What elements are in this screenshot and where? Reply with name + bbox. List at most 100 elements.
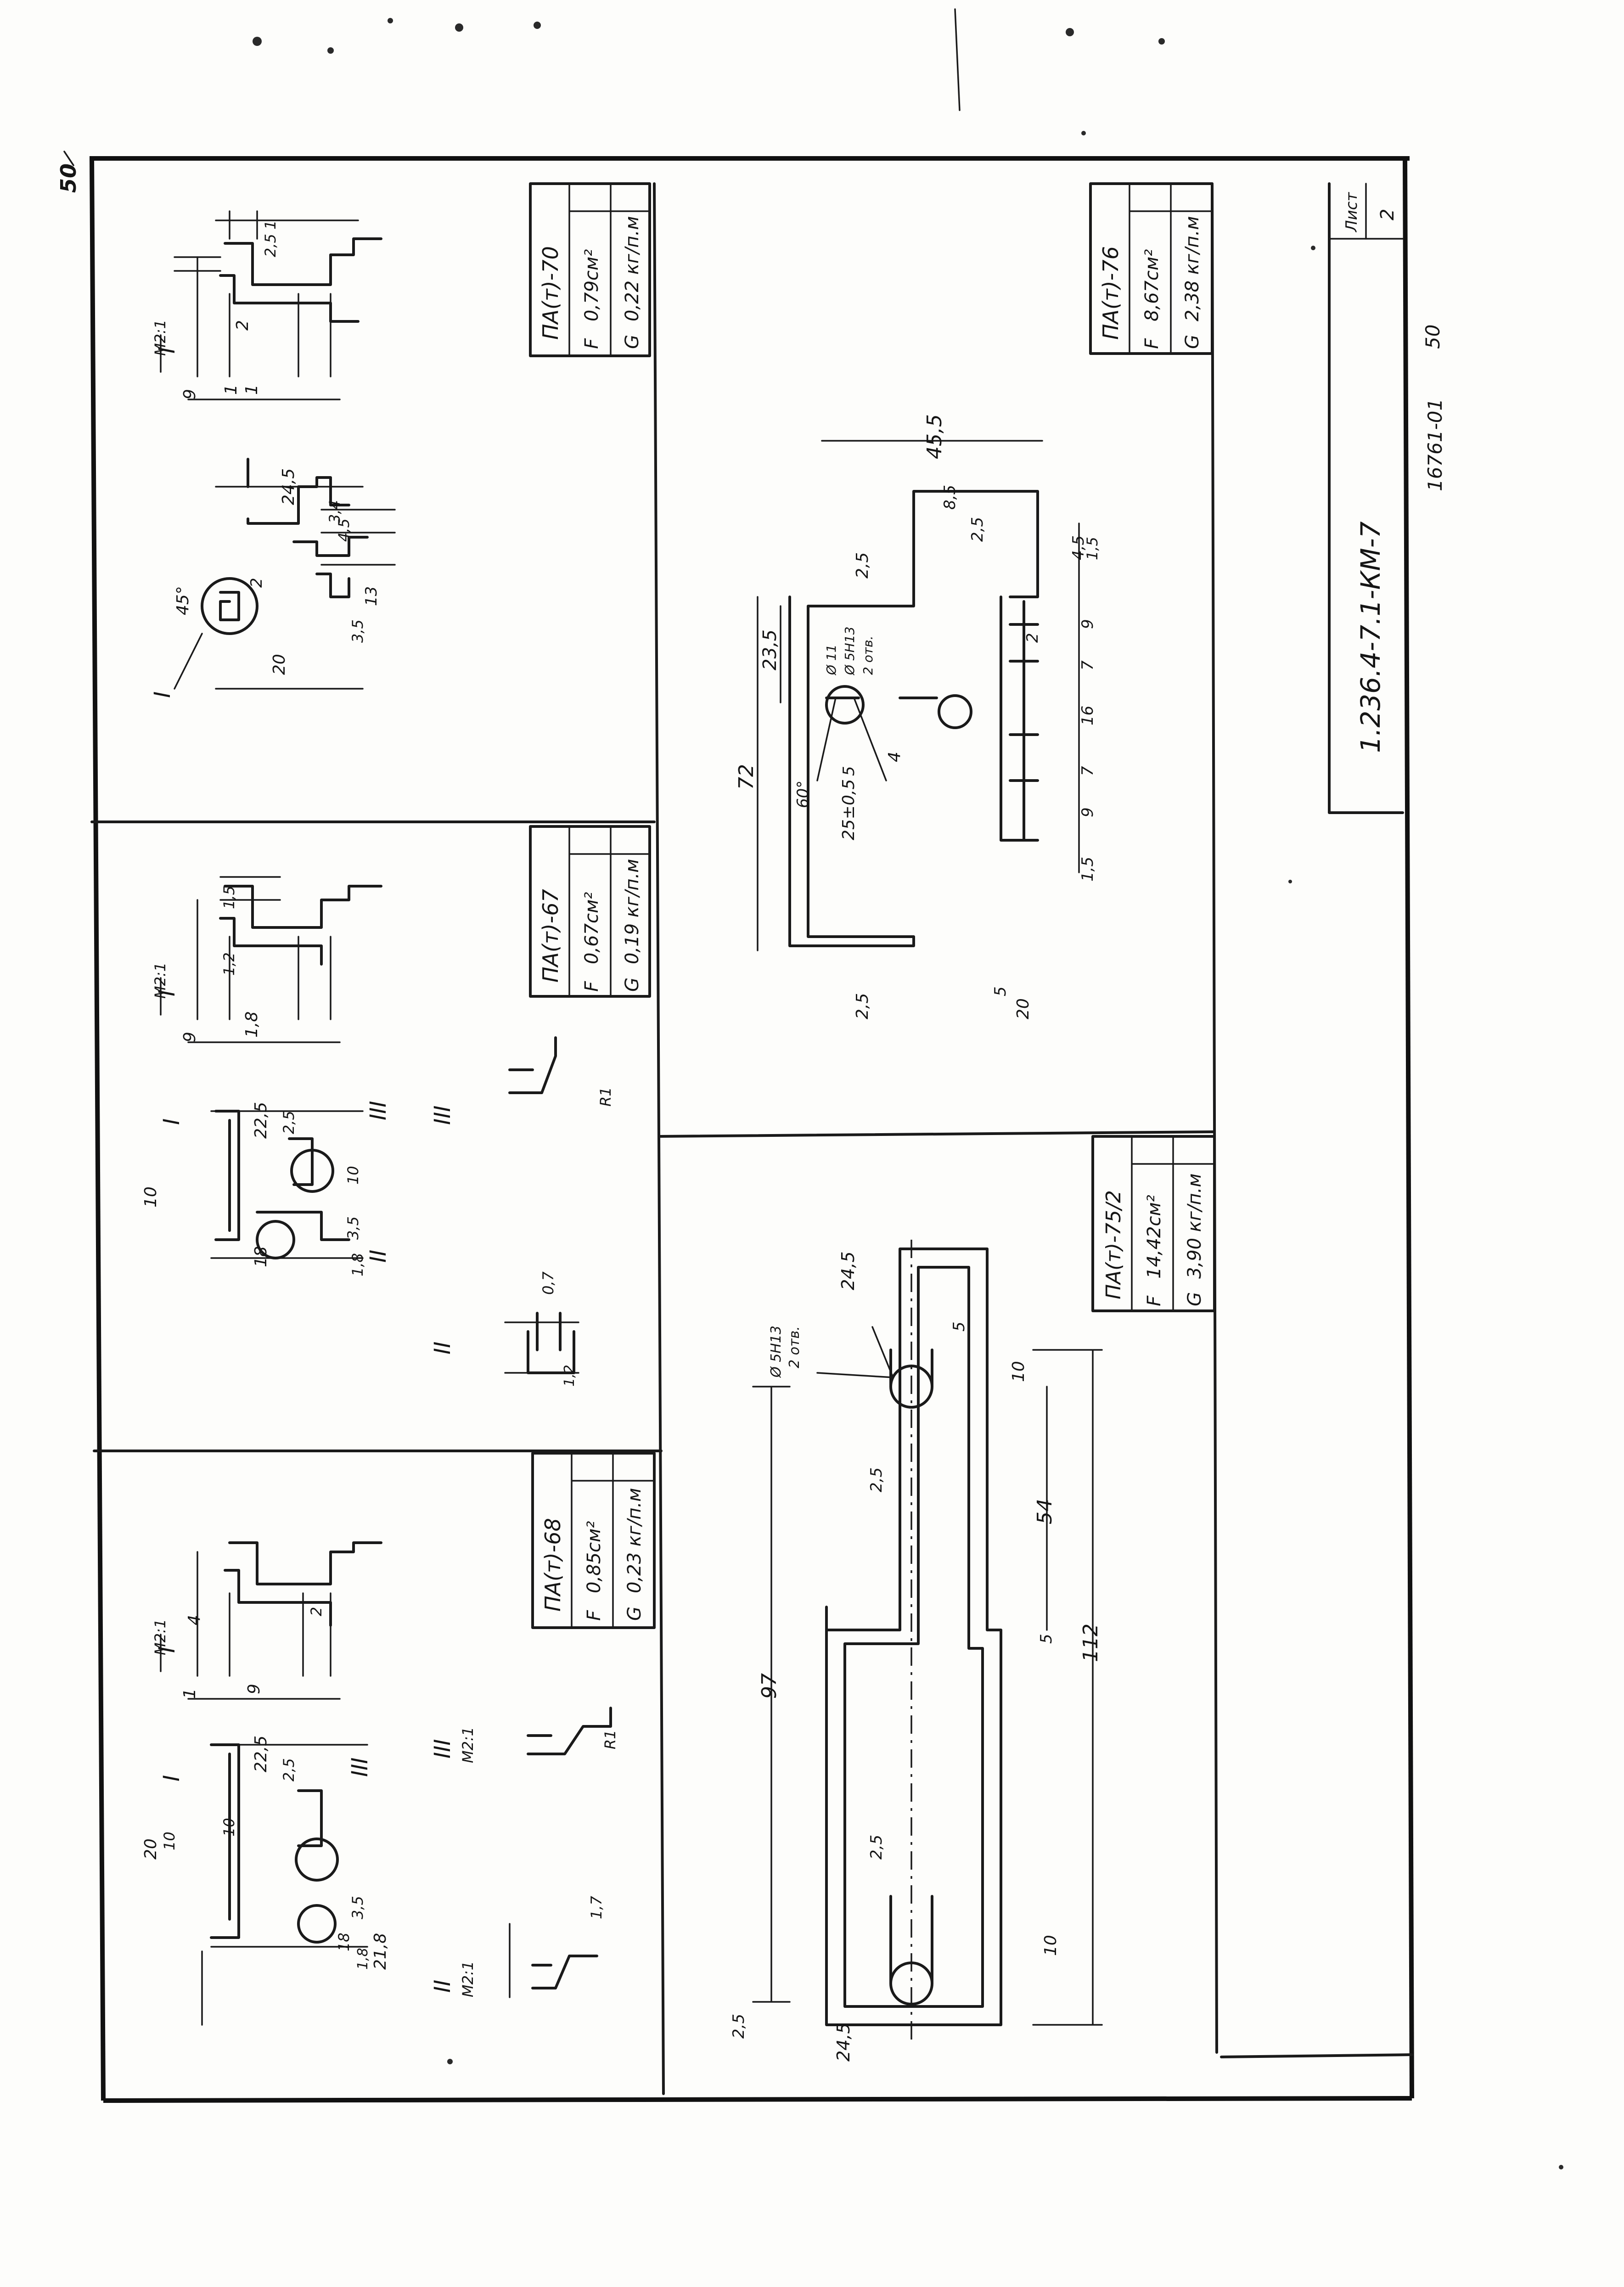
table-title: ПА(т)-68 <box>540 1518 565 1612</box>
dim-15: 1,5 <box>220 886 238 909</box>
dim-245a: 24,5 <box>838 1251 858 1290</box>
detail-scale-3: М2:1 <box>459 1727 477 1763</box>
table-pa-75-2: ПА(т)-75/2 F 14,42см² G 3,90 кг/п.м <box>1091 1135 1216 1312</box>
table-g-value: 2,38 кг/п.м <box>1182 216 1203 321</box>
archive-number: 16761-01 <box>1424 399 1446 491</box>
dim-4: 4 <box>885 752 904 762</box>
dim-25: 2,5 <box>280 1111 298 1134</box>
note-hole-3: 2 отв. <box>860 635 876 675</box>
detail-scale: М2:1 <box>152 320 169 356</box>
designation: 1.236.4-7.1-КМ-7 <box>1355 521 1386 753</box>
dim-angle: 45° <box>174 586 192 615</box>
dim-18b: 1,8 <box>355 1948 371 1970</box>
dim-1: 9 <box>180 389 199 399</box>
table-g-key: G <box>622 335 643 349</box>
dim-5b: 5 <box>991 986 1010 996</box>
dim-12b: 1,2 <box>562 1365 578 1387</box>
dim-15a: 1,5 <box>1084 537 1101 560</box>
scan-noise <box>253 8 1563 2169</box>
dim-17: 1,7 <box>588 1895 605 1919</box>
dim-2: 2 <box>308 1607 325 1616</box>
dim-18: 18 <box>335 1933 353 1951</box>
table-title: ПА(т)-76 <box>1098 246 1123 340</box>
table-pa-68: ПА(т)-68 F 0,85см² G 0,23 кг/п.м <box>531 1452 656 1629</box>
table-pa-70: ПА(т)-70 F 0,79см² G 0,22 кг/п.м <box>529 182 651 357</box>
dim-45: 4,5 <box>335 518 353 542</box>
corner-mark: 50 <box>56 163 81 193</box>
dim-4: 4 <box>185 1615 204 1625</box>
dim-225: 22,5 <box>252 1736 270 1772</box>
detail-scale: М2:1 <box>152 962 169 999</box>
detail-scale: М2:1 <box>152 1619 169 1655</box>
table-g-key: G <box>622 978 643 992</box>
dim-25b: 2,5 <box>867 1835 886 1860</box>
dim-2: 1 <box>222 384 241 395</box>
dim-34: 3,4 <box>326 500 343 523</box>
profile-pa-67: I М2:1 9 1,8 1,2 1,5 22,5 18 10 10 2,5 3… <box>141 876 614 1387</box>
dim-455: 45,5 <box>923 414 946 459</box>
profile-pa-75-2: 97 112 54 10 10 5 5 24,5 24,5 2,5 2,5 2,… <box>730 1240 1103 2062</box>
section-mark: I <box>150 691 175 698</box>
dim-5b: 5 <box>950 1321 968 1332</box>
dim-97: 97 <box>758 1673 781 1699</box>
profile-pa-68: I М2:1 4 1 9 2 22,5 21,8 20 10 10 2,5 3,… <box>141 1541 619 2026</box>
dim-9: 1,8 <box>242 1011 261 1038</box>
dim-35: 3,5 <box>349 1896 366 1919</box>
dim-7b: 7 <box>1079 766 1097 776</box>
dim-10a: 10 <box>1009 1361 1028 1382</box>
dim-25tol: 25±0,5 <box>839 779 858 840</box>
section-mark-2: II <box>365 1250 391 1263</box>
dim-25a: 2,5 <box>853 552 872 579</box>
detail-mark-2: II <box>430 1980 455 1993</box>
dim-10a: 10 <box>161 1832 178 1850</box>
dim-18b: 1,8 <box>349 1253 366 1276</box>
section-mark-1: I <box>159 1775 185 1781</box>
dim-72: 72 <box>735 764 758 790</box>
dim-218: 21,8 <box>371 1933 390 1970</box>
sheet-number: 2 <box>1377 209 1398 220</box>
dim-angle: 60° <box>794 781 812 808</box>
dim-1: 1 <box>180 1688 199 1699</box>
table-f-key: F <box>581 981 602 992</box>
dim-25c: 2,5 <box>730 2014 748 2039</box>
detail-mark-2: II <box>430 1342 455 1354</box>
dim-18: 18 <box>252 1246 270 1267</box>
dim-7a: 7 <box>1079 660 1097 670</box>
title-block: Лист 2 1.236.4-7.1-КМ-7 16761-01 50 <box>1328 182 1446 814</box>
table-g-value: 0,23 кг/п.м <box>624 1488 645 1593</box>
section-mark-3: III <box>365 1101 391 1120</box>
note-hole-2: Ø 5Н13 <box>842 627 857 675</box>
table-pa-67: ПА(т)-67 F 0,67см² G 0,19 кг/п.м <box>529 825 651 998</box>
table-g-value: 3,90 кг/п.м <box>1184 1174 1205 1279</box>
table-g-value: 0,22 кг/п.м <box>622 216 643 321</box>
dim-112: 112 <box>1079 1624 1102 1662</box>
dim-10a: 10 <box>141 1186 160 1208</box>
dim-20: 20 <box>141 1838 160 1860</box>
dim-9: 9 <box>245 1684 264 1694</box>
dim-5a: 5 <box>840 766 858 776</box>
table-title: ПА(т)-70 <box>538 246 563 340</box>
dim-5a: 5 <box>1037 1634 1056 1644</box>
table-title: ПА(т)-67 <box>538 889 563 983</box>
dim-25b: 2,5 <box>968 517 987 542</box>
dim-9a: 9 <box>1079 619 1097 629</box>
dim-85: 8,5 <box>941 485 959 510</box>
table-f-key: F <box>1144 1295 1165 1306</box>
dim-2a: 2 <box>1023 633 1042 643</box>
dim-1: 9 <box>180 1032 199 1042</box>
dim-overall: 24,5 <box>279 468 298 505</box>
table-pa-76: ПА(т)-76 F 8,67см² G 2,38 кг/п.м <box>1089 182 1214 355</box>
dim-3: 1 <box>242 384 261 395</box>
profile-pa-70: I М2:1 9 1 1 2 2,5 1 24,5 20 2 45° 13 3,… <box>150 210 396 698</box>
dim-25c: 2,5 <box>853 993 872 1019</box>
dim-13: 13 <box>362 586 381 606</box>
table-g-key: G <box>1182 335 1203 349</box>
dim-10b: 10 <box>220 1818 238 1837</box>
detail-mark-3: III <box>430 1739 455 1759</box>
dim-r1: R1 <box>597 1087 614 1107</box>
dim-35: 3,5 <box>344 1216 362 1240</box>
dim-54: 54 <box>1033 1499 1056 1524</box>
dim-5: 2,5 <box>262 234 279 257</box>
